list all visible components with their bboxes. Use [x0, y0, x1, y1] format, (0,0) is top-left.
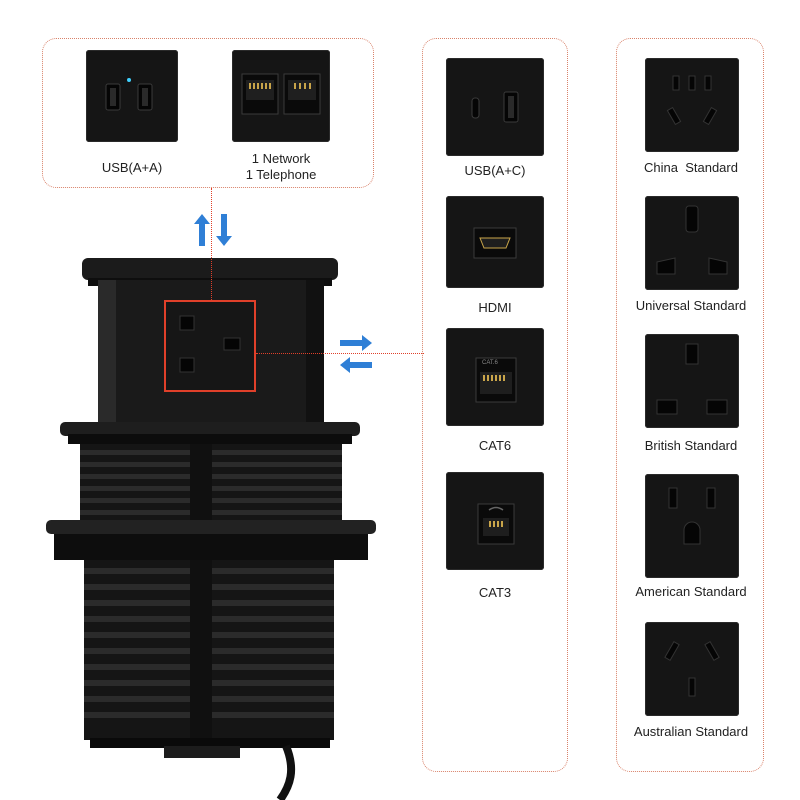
usb-c-a-module: [446, 58, 544, 156]
china-socket-icon: [666, 75, 718, 126]
cat6-icon: [475, 357, 517, 403]
hdmi-module: [446, 196, 544, 288]
cat6-module: CAT.6: [446, 328, 544, 426]
china-standard-label: China Standard: [644, 160, 738, 175]
american-standard-label: American Standard: [635, 584, 747, 599]
cat3-module: [446, 472, 544, 570]
network-label: 1 Network: [251, 151, 311, 166]
universal-socket-module: [645, 196, 739, 290]
middle-module-panel: [422, 38, 568, 772]
usb-c-a-label: USB(A+C): [464, 163, 526, 178]
rj45-rj11-icon: [241, 73, 321, 115]
australian-socket-icon: [664, 641, 720, 697]
cat6-label: CAT6: [478, 438, 512, 453]
australian-socket-module: [645, 622, 739, 716]
british-socket-face: [164, 300, 256, 392]
cat3-label: CAT3: [478, 585, 512, 600]
connector-line-horizontal: [256, 353, 424, 354]
cat6-jack-text: CAT.6: [482, 360, 498, 366]
british-socket-icon: [656, 343, 728, 415]
usb-a-double-module: [86, 50, 178, 142]
popup-socket-illustration: [40, 250, 390, 800]
up-down-arrow-icon: [192, 212, 236, 248]
universal-socket-icon: [656, 205, 728, 275]
usb-a-double-label: USB(A+A): [101, 160, 163, 175]
usb-c-a-icon: [471, 91, 519, 123]
british-socket-module: [645, 334, 739, 428]
rj45-rj11-module: [232, 50, 330, 142]
hdmi-label: HDMI: [478, 300, 512, 315]
socket-standard-panel: [616, 38, 764, 772]
british-standard-label: British Standard: [644, 438, 738, 453]
cat3-icon: [477, 503, 515, 545]
usb-a-double-icon: [105, 78, 153, 111]
american-socket-icon: [668, 487, 716, 545]
top-module-panel: [42, 38, 374, 188]
hdmi-icon: [473, 227, 517, 259]
china-socket-module: [645, 58, 739, 152]
network-telephone-label: 1 Network 1 Telephone: [222, 151, 340, 183]
universal-standard-label: Universal Standard: [635, 298, 747, 313]
american-socket-module: [645, 474, 739, 578]
telephone-label: 1 Telephone: [245, 167, 317, 182]
left-right-arrow-icon: [338, 333, 374, 375]
australian-standard-label: Australian Standard: [633, 724, 749, 739]
connector-line-vertical: [211, 188, 212, 302]
